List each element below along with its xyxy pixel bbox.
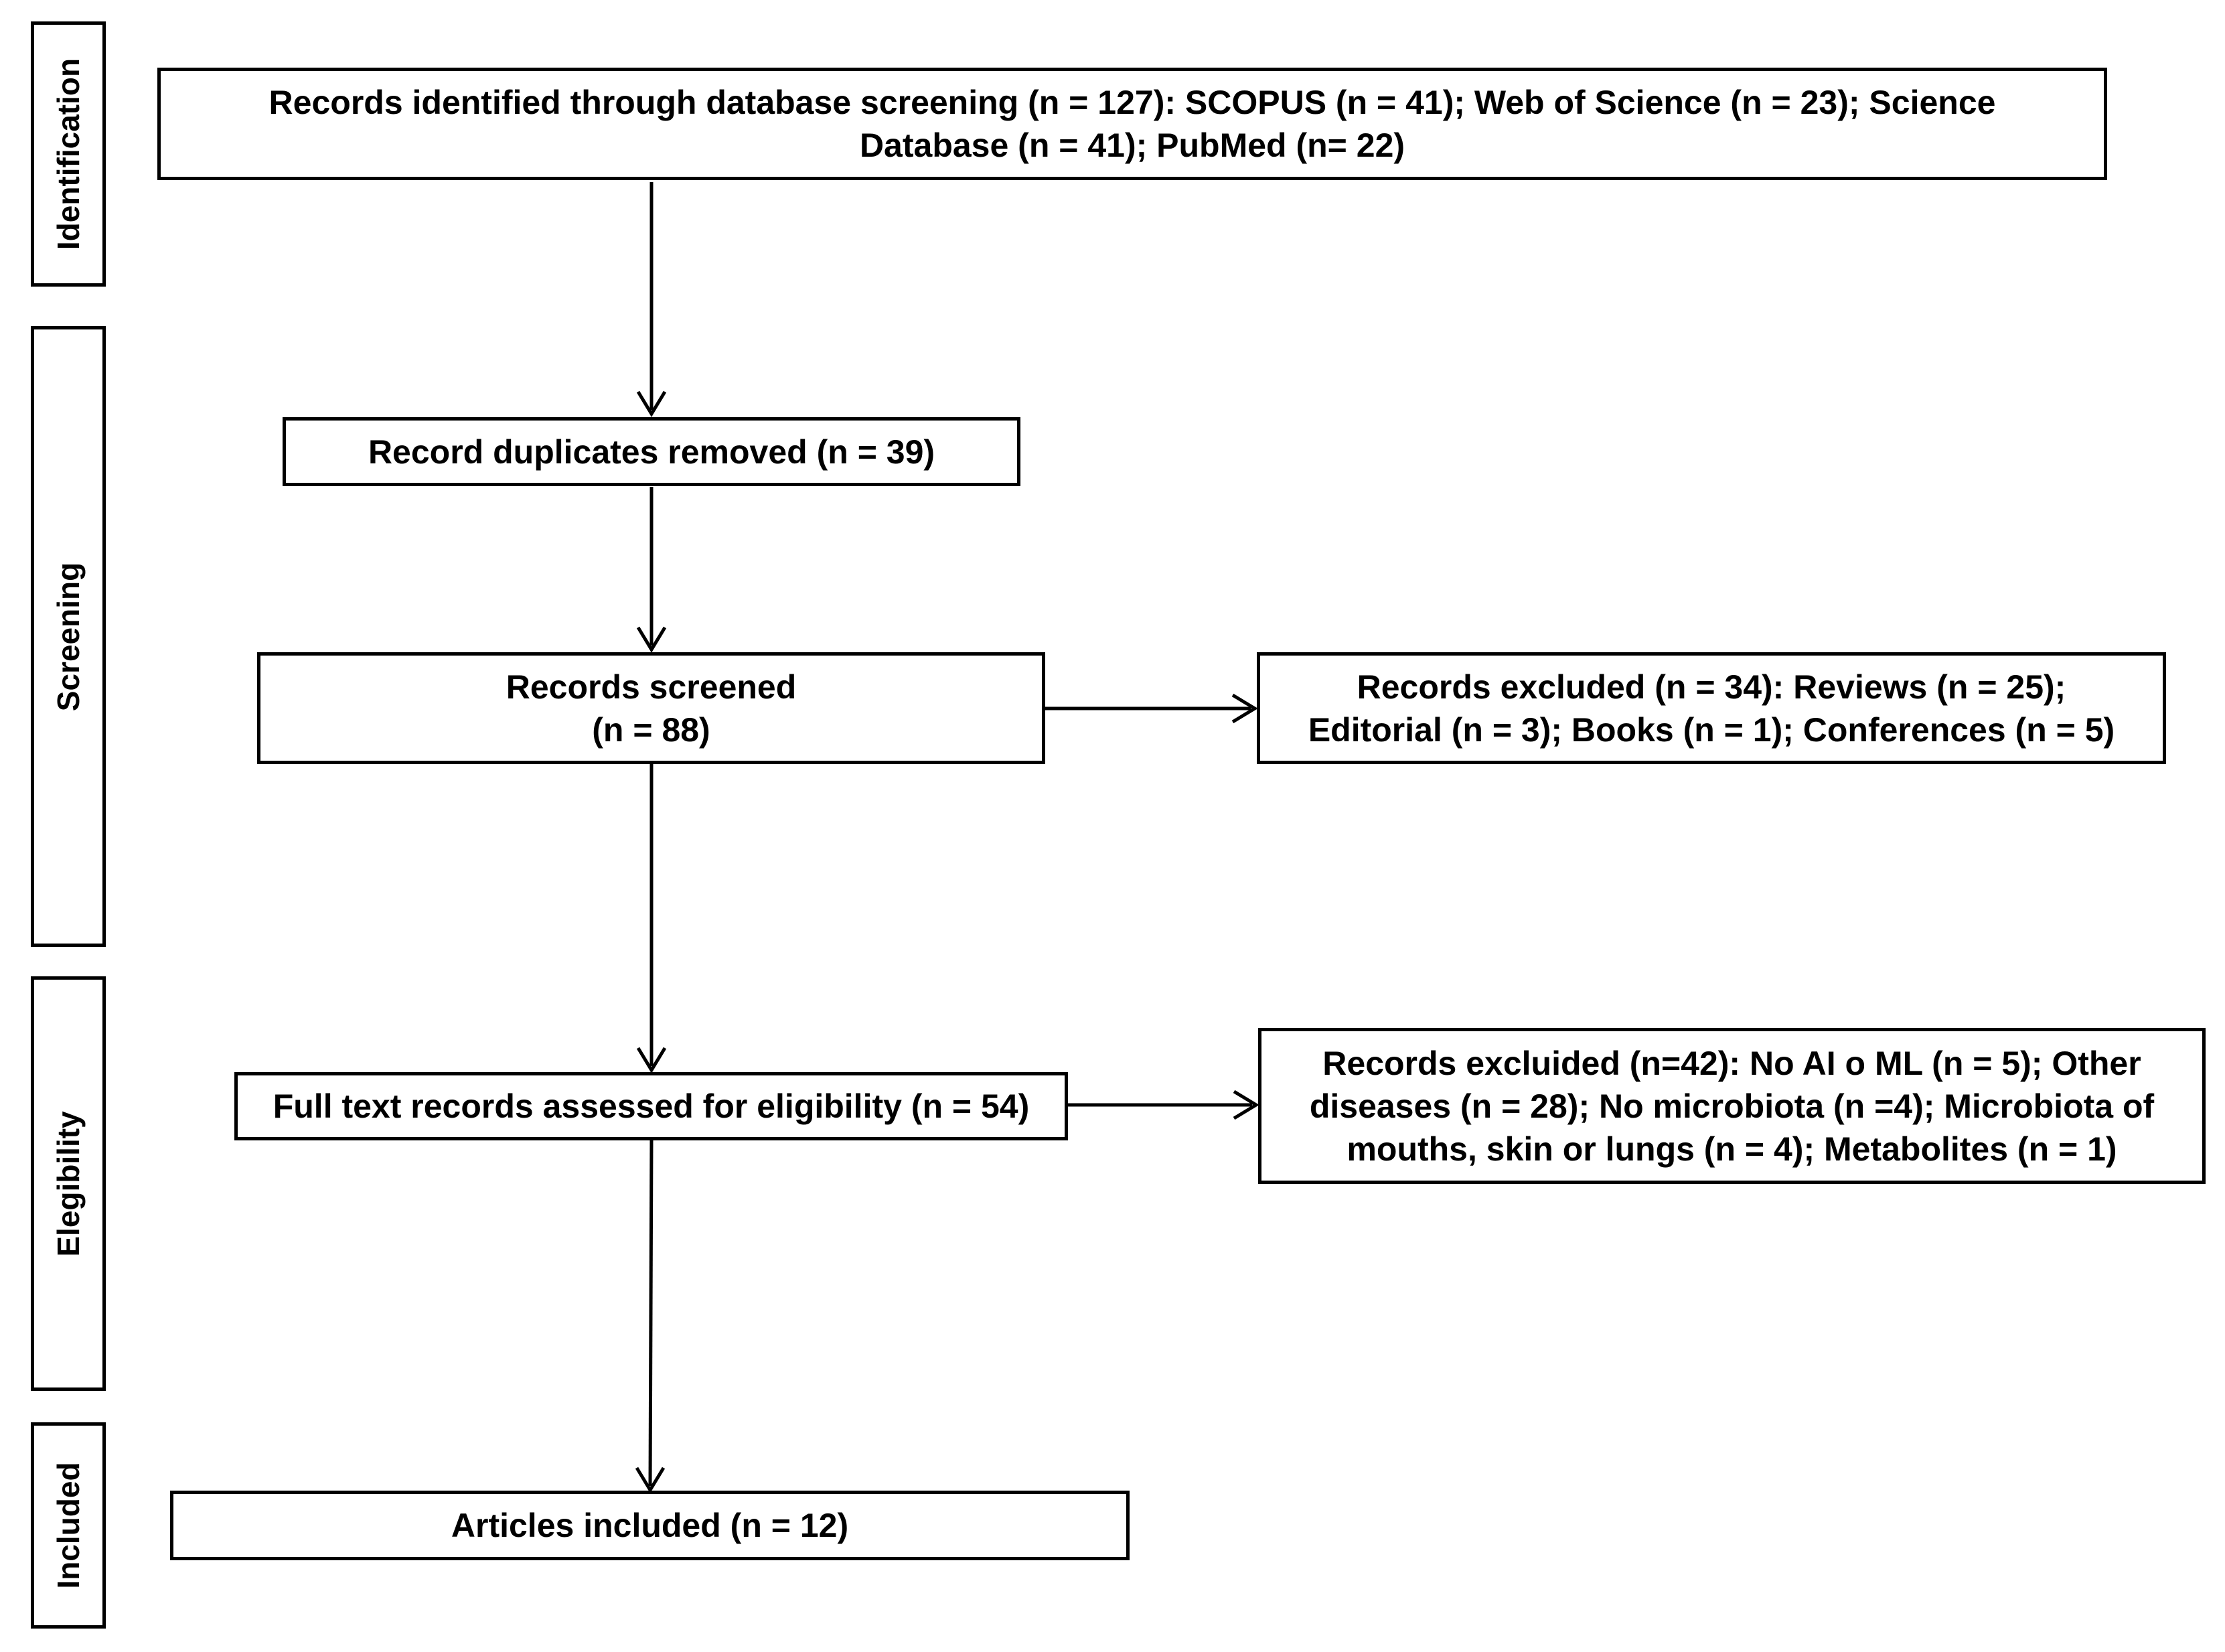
duplicates-removed-box: Record duplicates removed (n = 39) xyxy=(283,417,1020,486)
records-excluded-eligibility-line2: diseases (n = 28); No microbiota (n =4);… xyxy=(1309,1087,2155,1125)
arrowhead-duplicates xyxy=(636,390,667,417)
arrowhead-screened xyxy=(636,626,667,653)
arrow-fulltext-to-included xyxy=(648,1139,654,1487)
records-identified-box: Records identified through database scre… xyxy=(157,68,2107,180)
records-screened-line2: (n = 88) xyxy=(592,710,710,749)
records-screened-line1: Records screened xyxy=(506,668,797,706)
fulltext-assessed-box: Full text records assessed for eligibili… xyxy=(234,1072,1068,1140)
articles-included-box: Articles included (n = 12) xyxy=(170,1491,1130,1560)
records-identified-line1: Records identified through database scre… xyxy=(268,84,1996,121)
stage-included: Included xyxy=(31,1422,106,1629)
stage-identification: Identification xyxy=(31,21,106,287)
records-identified-line2: Database (n = 41); PubMed (n= 22) xyxy=(859,127,1405,164)
arrowhead-fulltext xyxy=(636,1047,667,1073)
stage-eligibility: Elegibility xyxy=(31,976,106,1391)
records-excluded-eligibility-line1: Records excluided (n=42): No AI o ML (n … xyxy=(1322,1044,2141,1082)
records-excluded-eligibility-line3: mouths, skin or lungs (n = 4); Metabolit… xyxy=(1347,1130,2117,1168)
records-excluded-eligibility-box: Records excluided (n=42): No AI o ML (n … xyxy=(1258,1028,2206,1184)
duplicates-removed-text: Record duplicates removed (n = 39) xyxy=(368,433,935,471)
arrowhead-excluded-screen xyxy=(1231,693,1258,724)
records-excluded-screening-box: Records excluded (n = 34): Reviews (n = … xyxy=(1257,652,2166,764)
records-excluded-screening-line2: Editorial (n = 3); Books (n = 1); Confer… xyxy=(1308,710,2115,749)
articles-included-text: Articles included (n = 12) xyxy=(451,1507,849,1544)
stage-screening: Screening xyxy=(31,326,106,947)
arrowhead-included xyxy=(635,1467,666,1493)
arrowhead-excluded-elig xyxy=(1233,1090,1259,1120)
records-excluded-screening-line1: Records excluded (n = 34): Reviews (n = … xyxy=(1357,668,2066,706)
records-screened-box: Records screened (n = 88) xyxy=(257,652,1045,764)
fulltext-assessed-text: Full text records assessed for eligibili… xyxy=(273,1087,1030,1125)
